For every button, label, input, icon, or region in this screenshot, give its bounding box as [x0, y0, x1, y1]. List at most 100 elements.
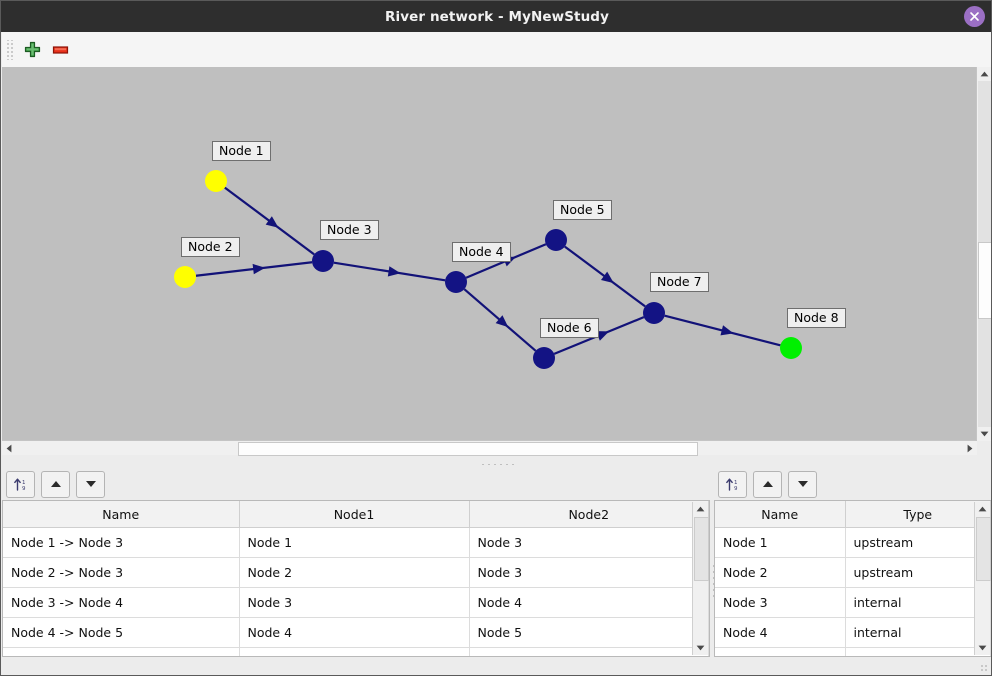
splitter-grip-icon: [480, 462, 514, 465]
graph-node-label[interactable]: Node 5: [553, 200, 612, 220]
table-cell[interactable]: internal: [845, 617, 991, 648]
svg-text:9: 9: [734, 486, 738, 492]
table-cell[interactable]: [3, 647, 240, 656]
graph-node[interactable]: [445, 271, 467, 293]
table-cell[interactable]: Node 3: [239, 587, 470, 618]
nodes-move-down-button[interactable]: [788, 470, 817, 498]
reaches-sort-button[interactable]: 1 9: [6, 470, 35, 498]
graph-node[interactable]: [533, 347, 555, 369]
reaches-vertical-scrollbar[interactable]: [692, 502, 709, 655]
graph-node-label[interactable]: Node 4: [452, 242, 511, 262]
table-row-empty[interactable]: [715, 647, 991, 656]
graph-node[interactable]: [545, 229, 567, 251]
column-header-name[interactable]: Name: [715, 501, 846, 528]
table-cell[interactable]: Node 1: [715, 527, 846, 558]
graph-vertical-scrollbar[interactable]: [976, 67, 991, 441]
nodes-vscroll-thumb[interactable]: [976, 517, 991, 581]
graph-node-label[interactable]: Node 6: [540, 318, 599, 338]
nodes-scroll-up-button[interactable]: [975, 502, 990, 516]
graph-node-label[interactable]: Node 1: [212, 141, 271, 161]
scroll-down-button[interactable]: [977, 427, 991, 441]
triangle-left-icon: [6, 444, 12, 452]
toolbar-grip[interactable]: [6, 39, 15, 60]
table-cell[interactable]: Node 4: [239, 617, 470, 648]
add-node-button[interactable]: [18, 36, 46, 64]
graph-edge-arrow: [495, 315, 509, 328]
table-cell[interactable]: [239, 647, 470, 656]
table-header-row: Name Type: [715, 501, 991, 528]
graph-node-label[interactable]: Node 8: [787, 308, 846, 328]
resize-grip-icon[interactable]: [980, 664, 989, 673]
triangle-up-icon: [978, 506, 987, 512]
table-cell[interactable]: Node 3: [469, 527, 709, 558]
network-diagram-canvas[interactable]: Node 1 Node 2 Node 3 Node 4 Node 5 Node 6 Node…: [2, 67, 977, 441]
table-cell[interactable]: Node 3: [715, 587, 846, 618]
graph-node-label[interactable]: Node 3: [320, 220, 379, 240]
vertical-splitter[interactable]: [710, 500, 714, 660]
table-cell[interactable]: Node 4: [715, 617, 846, 648]
table-cell[interactable]: Node 1: [239, 527, 470, 558]
graph-node-label[interactable]: Node 2: [181, 237, 240, 257]
title-bar: River network - MyNewStudy: [1, 1, 991, 32]
column-header-node2[interactable]: Node2: [469, 501, 709, 528]
table-cell[interactable]: upstream: [845, 527, 991, 558]
main-toolbar: [2, 32, 991, 68]
scroll-right-button[interactable]: [963, 441, 977, 455]
table-cell[interactable]: Node 3: [469, 557, 709, 588]
reaches-scroll-up-button[interactable]: [693, 502, 708, 516]
nodes-panel: 1 9 Name Type: [714, 469, 991, 675]
table-cell[interactable]: [845, 647, 991, 656]
table-row-empty[interactable]: [3, 647, 709, 656]
column-header-type[interactable]: Type: [845, 501, 991, 528]
nodes-move-up-button[interactable]: [753, 470, 782, 498]
table-cell[interactable]: Node 4: [469, 587, 709, 618]
nodes-vertical-scrollbar[interactable]: [974, 502, 991, 655]
graph-edge-arrow: [720, 325, 734, 336]
graph-hscroll-thumb[interactable]: [238, 442, 698, 456]
graph-horizontal-scrollbar[interactable]: [2, 440, 977, 456]
graph-node[interactable]: [205, 170, 227, 192]
table-cell[interactable]: internal: [845, 587, 991, 618]
scroll-left-button[interactable]: [2, 441, 16, 455]
table-cell[interactable]: upstream: [845, 557, 991, 588]
graph-node[interactable]: [643, 302, 665, 324]
table-cell[interactable]: Node 3 -> Node 4: [3, 587, 240, 618]
column-header-name[interactable]: Name: [3, 501, 240, 528]
graph-vscroll-thumb[interactable]: [978, 242, 991, 319]
close-icon[interactable]: [964, 6, 985, 27]
graph-node-label[interactable]: Node 7: [650, 272, 709, 292]
table-cell[interactable]: [469, 647, 709, 656]
horizontal-splitter[interactable]: [2, 456, 991, 469]
reaches-move-up-button[interactable]: [41, 470, 70, 498]
reaches-scroll-down-button[interactable]: [693, 641, 708, 655]
delete-node-button[interactable]: [46, 36, 74, 64]
table-cell[interactable]: [715, 647, 846, 656]
graph-node[interactable]: [174, 266, 196, 288]
table-cell[interactable]: Node 1 -> Node 3: [3, 527, 240, 558]
nodes-scroll-down-button[interactable]: [975, 641, 990, 655]
column-header-node1[interactable]: Node1: [239, 501, 470, 528]
nodes-sort-button[interactable]: 1 9: [718, 470, 747, 498]
scroll-up-button[interactable]: [977, 67, 991, 81]
table-cell[interactable]: Node 4 -> Node 5: [3, 617, 240, 648]
table-cell[interactable]: Node 5: [469, 617, 709, 648]
graph-node[interactable]: [780, 337, 802, 359]
graph-node[interactable]: [312, 250, 334, 272]
table-cell[interactable]: Node 2: [715, 557, 846, 588]
table-cell[interactable]: Node 2: [239, 557, 470, 588]
reaches-move-down-button[interactable]: [76, 470, 105, 498]
triangle-down-icon: [797, 481, 808, 487]
reaches-vscroll-thumb[interactable]: [694, 517, 709, 581]
table-cell[interactable]: Node 2 -> Node 3: [3, 557, 240, 588]
